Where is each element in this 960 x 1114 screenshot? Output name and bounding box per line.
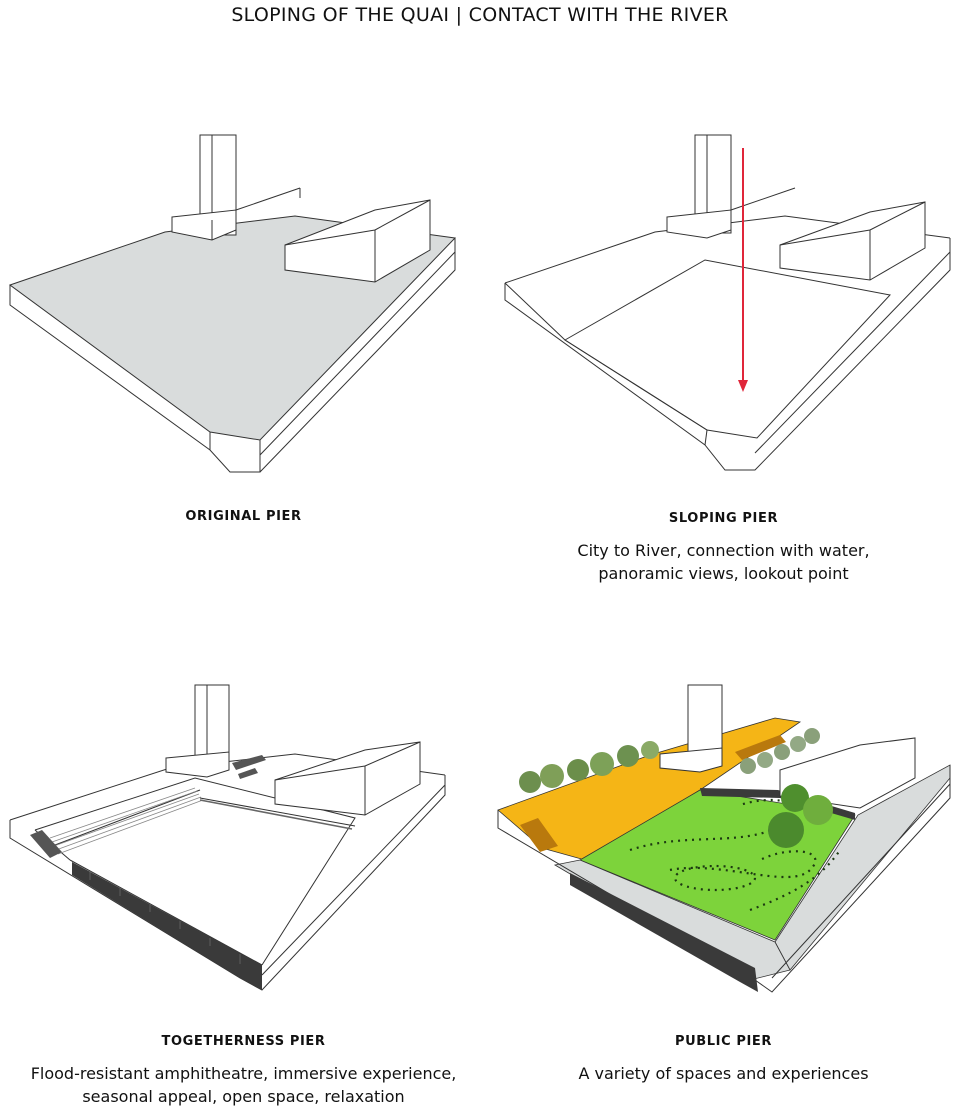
panel-description-public: A variety of spaces and experiences [578, 1064, 869, 1083]
panel-label-togetherness: TOGETHERNESS PIER [161, 1034, 326, 1049]
tree-row [519, 728, 833, 848]
building-block [274, 741, 421, 816]
panel-description-togetherness: Flood-resistant amphitheatre, immersive … [30, 1064, 457, 1106]
diagram-title: SLOPING OF THE QUAI | CONTACT WITH THE R… [231, 4, 729, 26]
walking-paths [629, 798, 841, 912]
panel-label-original: ORIGINAL PIER [185, 509, 302, 524]
amphitheatre-seating [49, 787, 204, 855]
building-block [779, 201, 926, 281]
public-pier-drawing [497, 684, 951, 993]
panel-description-sloping: City to River, connection with water, pa… [577, 541, 870, 583]
stair-block-top [232, 755, 266, 770]
original-pier-drawing [8, 134, 457, 473]
flood-steps [72, 862, 262, 990]
slope-arrow [738, 148, 748, 392]
sloped-plane [564, 259, 891, 439]
building-block [779, 737, 916, 809]
stair-block [30, 830, 62, 858]
sloping-pier-drawing [504, 134, 951, 471]
togetherness-pier-drawing [9, 684, 446, 991]
panel-label-public: PUBLIC PIER [674, 1034, 773, 1049]
building-block [284, 199, 431, 283]
panel-label-sloping: SLOPING PIER [668, 511, 779, 526]
flood-steps [570, 873, 758, 992]
